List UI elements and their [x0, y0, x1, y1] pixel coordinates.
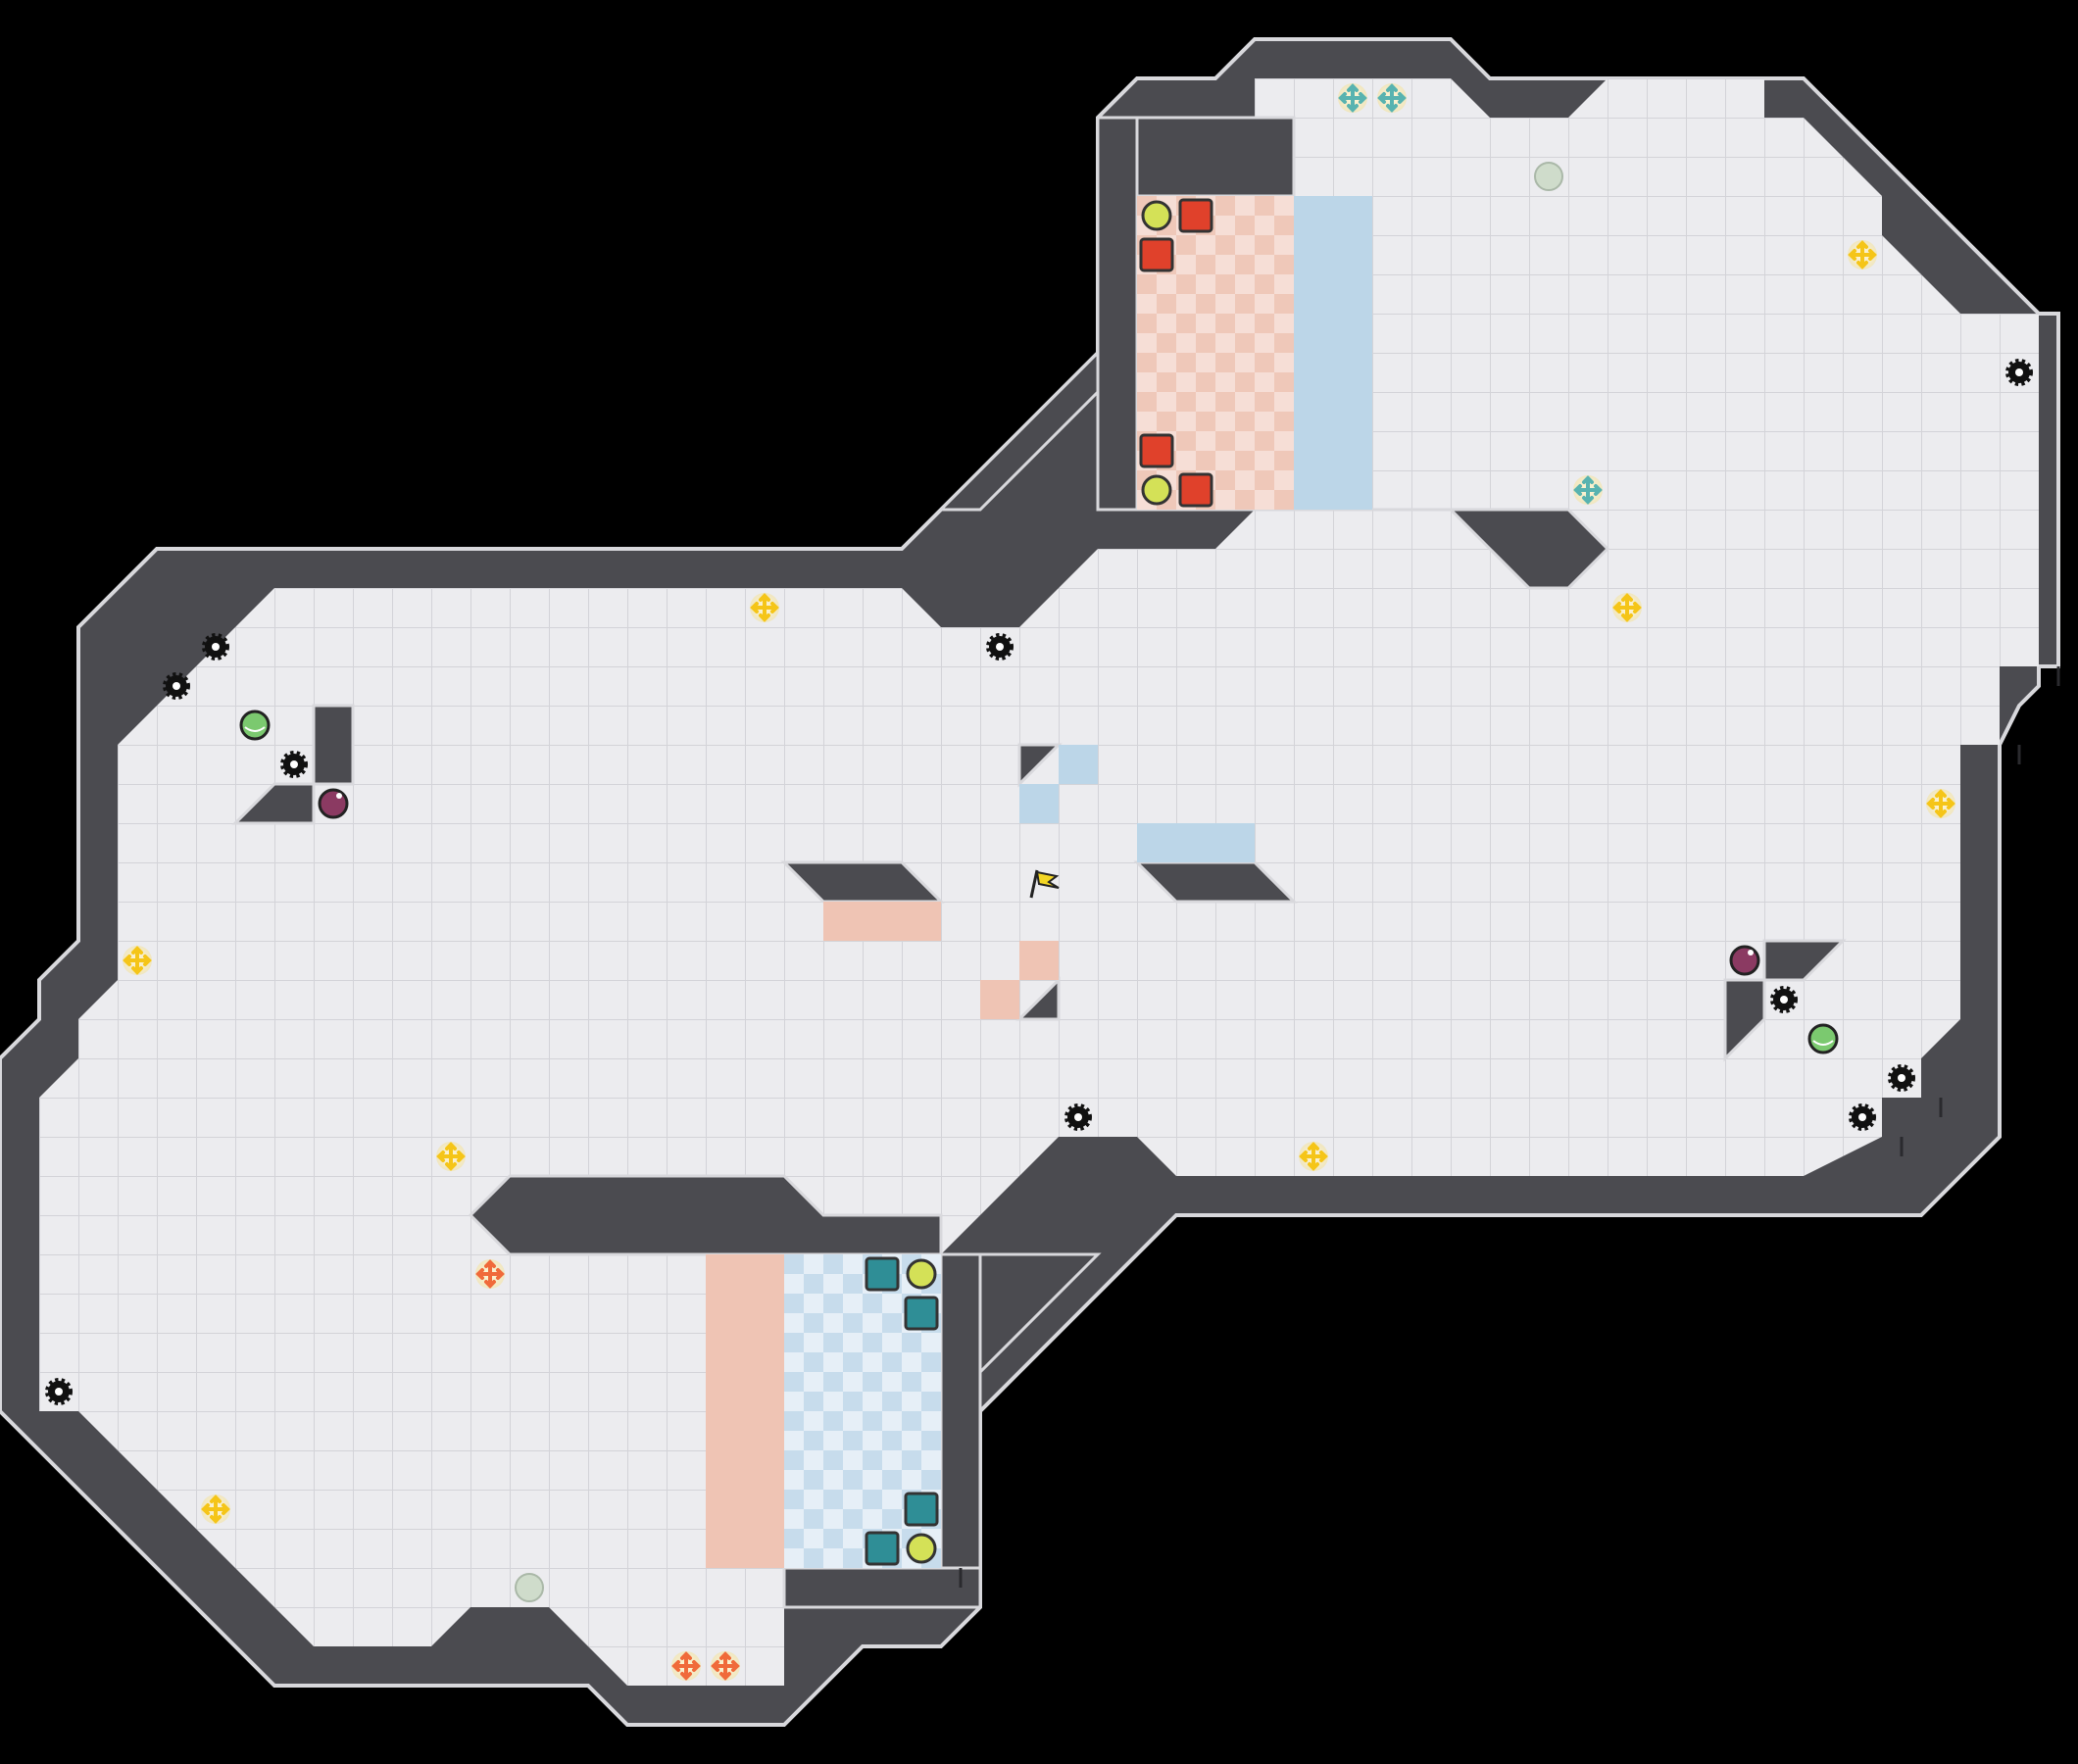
- boost-icon: [1573, 475, 1603, 505]
- boost-icon: [750, 593, 779, 622]
- wall-center-tri-bottom: [1015, 976, 1061, 1021]
- wall-marks: [959, 666, 2060, 1588]
- spike-icon: [280, 751, 308, 778]
- spike-icon: [1888, 1064, 1915, 1092]
- blue-flag-tile-icon[interactable]: [865, 1256, 900, 1292]
- spike-icon: [986, 633, 1014, 661]
- portal-icon[interactable]: [515, 1573, 544, 1602]
- button-icon[interactable]: [1141, 200, 1172, 231]
- flag-icon[interactable]: [1029, 869, 1060, 899]
- center-red-tile: [1019, 941, 1059, 980]
- boost-icon: [475, 1259, 505, 1289]
- boost-icon: [1377, 83, 1407, 113]
- wall-right-pocket-horiz: [1762, 939, 1847, 982]
- blue-flag-tile-icon[interactable]: [865, 1531, 900, 1566]
- spike-icon: [1770, 986, 1798, 1013]
- boosts: [123, 83, 1955, 1681]
- wall-center-tri-top: [1017, 743, 1063, 788]
- wall-diag-lower: [978, 1252, 1102, 1376]
- red-flag-tile-icon[interactable]: [1139, 433, 1174, 468]
- wall-right-pocket-vert: [1723, 978, 1766, 1062]
- spikes: [45, 359, 2033, 1405]
- center-blue-strip: [1137, 823, 1255, 862]
- bomb-icon[interactable]: [1729, 945, 1760, 976]
- blue-flag-tile-icon[interactable]: [904, 1492, 939, 1527]
- boost-icon: [1338, 83, 1367, 113]
- wall-lower-room-bottom: [782, 1566, 982, 1609]
- center-red-tile: [980, 980, 1019, 1019]
- powerup-icon[interactable]: [239, 710, 271, 741]
- portal-icon[interactable]: [1534, 162, 1563, 191]
- wall-left-pocket-vert: [312, 704, 355, 786]
- wall-upper-room-top: [1135, 116, 1296, 198]
- boost-icon: [1926, 789, 1955, 818]
- spike-icon: [1849, 1103, 1876, 1131]
- spike-icon: [2005, 359, 2033, 386]
- spike-icon: [1064, 1103, 1092, 1131]
- boost-icon: [436, 1142, 466, 1171]
- inner-walls: [231, 116, 1847, 1609]
- button-icon[interactable]: [906, 1258, 937, 1290]
- boost-icon: [201, 1494, 230, 1524]
- red-base-stripe-blue: [1294, 196, 1372, 510]
- center-blue-tile: [1059, 745, 1098, 784]
- powerup-icon[interactable]: [1807, 1023, 1839, 1054]
- wall-lower-room-right: [939, 1252, 982, 1570]
- button-icon[interactable]: [1141, 474, 1172, 506]
- blue-base-items: [865, 1256, 939, 1566]
- button-icon[interactable]: [906, 1533, 937, 1564]
- red-flag-tile-icon[interactable]: [1178, 198, 1213, 233]
- boost-icon: [1848, 240, 1877, 270]
- pickups: [239, 162, 1839, 1602]
- spike-icon: [202, 633, 229, 661]
- boost-icon: [711, 1651, 740, 1681]
- wall-lower-room-top: [468, 1174, 943, 1256]
- blue-base-stripe-red: [706, 1254, 784, 1568]
- spike-icon: [163, 672, 190, 700]
- boost-icon: [1299, 1142, 1328, 1171]
- wall-upper-room-bottom: [1137, 508, 1610, 590]
- red-flag-tile-icon[interactable]: [1139, 237, 1174, 272]
- boost-icon: [123, 946, 152, 975]
- boost-icon: [671, 1651, 701, 1681]
- boost-icon: [1612, 593, 1642, 622]
- spike-icon: [45, 1378, 73, 1405]
- wall-left-pocket-diag: [231, 782, 316, 825]
- red-base-items: [1139, 198, 1213, 508]
- bomb-icon[interactable]: [318, 788, 349, 819]
- center-blue-tile: [1019, 784, 1059, 823]
- blue-flag-tile-icon[interactable]: [904, 1296, 939, 1331]
- wall-upper-room-left: [1096, 116, 1139, 512]
- center-red-strip: [823, 902, 941, 941]
- red-flag-tile-icon[interactable]: [1178, 472, 1213, 508]
- wall-diag-upper: [937, 349, 1100, 512]
